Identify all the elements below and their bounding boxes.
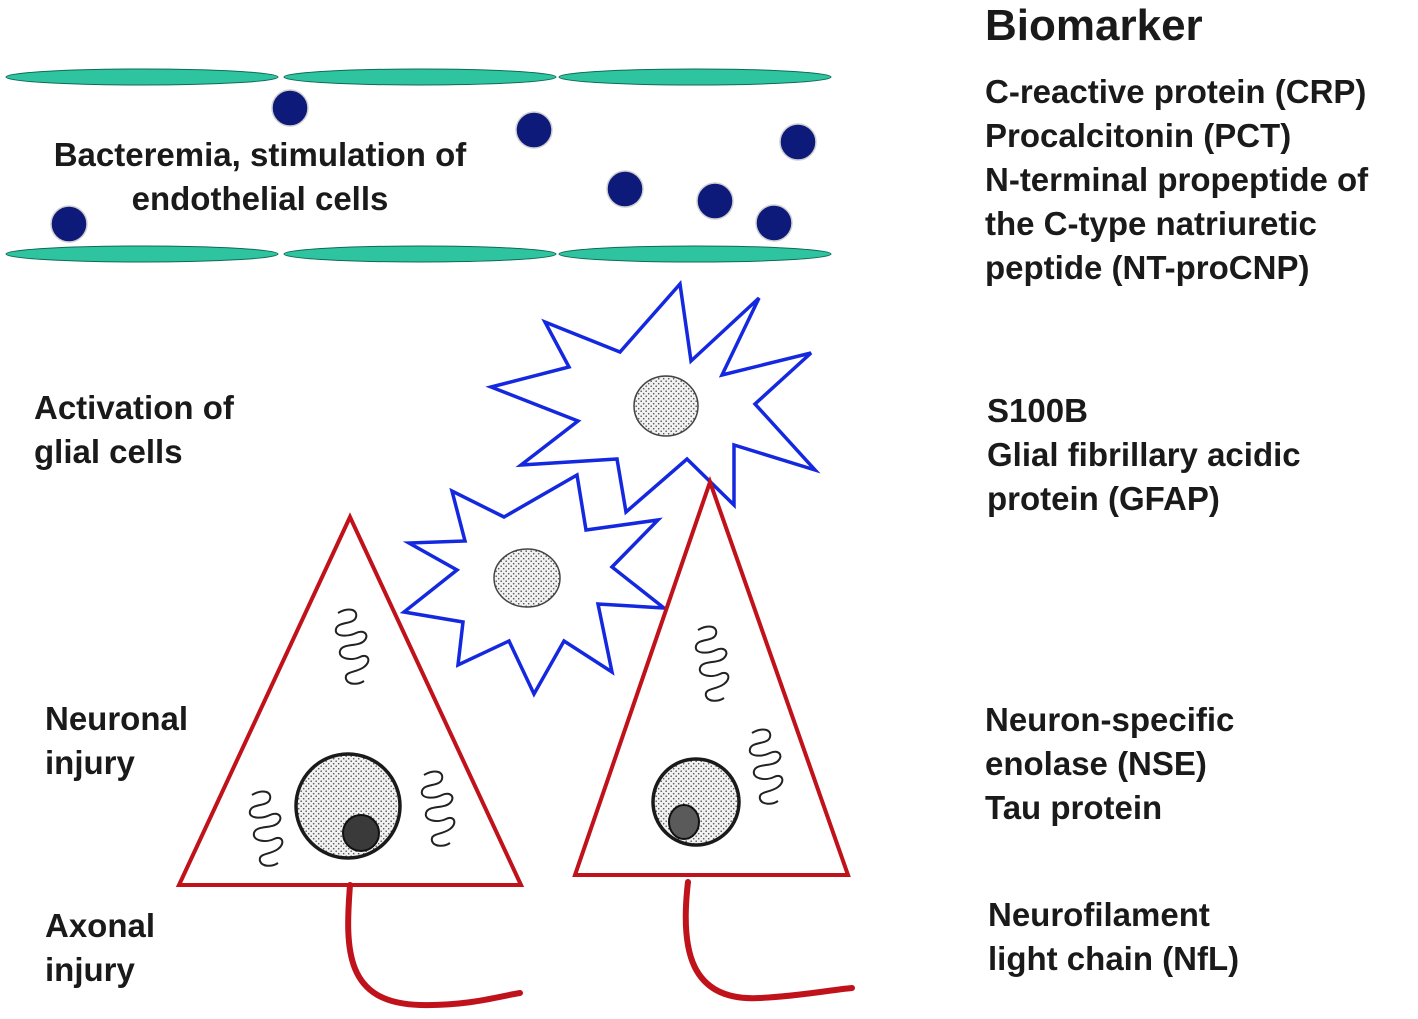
biomarker-group-axonal: Neurofilament light chain (NfL) xyxy=(988,893,1239,981)
stage-label-neuronal: Neuronal injury xyxy=(45,697,188,785)
stage-label-line: Bacteremia, stimulation of xyxy=(53,136,467,173)
neuron-right xyxy=(572,475,855,1002)
stage-label-line: endothelial cells xyxy=(131,180,389,217)
glial-nucleus xyxy=(493,548,561,608)
stage-label-line: injury xyxy=(45,744,135,781)
glial-cell-lower xyxy=(399,472,670,698)
biomarker-heading: Biomarker xyxy=(985,1,1203,50)
vessel-bottom-wall xyxy=(5,245,832,263)
mitochondria-squiggle xyxy=(420,770,456,847)
vessel-top-wall xyxy=(5,68,832,86)
biomarker-line: Neuron-specific xyxy=(985,701,1235,738)
endothelial-cell xyxy=(5,245,279,263)
biomarker-line: enolase (NSE) xyxy=(985,745,1207,782)
bacterium xyxy=(696,182,734,220)
axon xyxy=(345,882,523,1009)
biomarker-group-neuronal: Neuron-specific enolase (NSE) Tau protei… xyxy=(985,698,1234,830)
glial-nucleus xyxy=(633,375,699,437)
bacterium xyxy=(779,123,817,161)
biomarker-line: light chain (NfL) xyxy=(988,940,1240,977)
axon xyxy=(682,879,855,1002)
bacterium xyxy=(50,205,88,243)
stage-label-line: Activation of xyxy=(34,389,234,426)
biomarker-line: Tau protein xyxy=(985,789,1163,826)
stage-label-line: glial cells xyxy=(34,433,183,470)
biomarker-line: Procalcitonin (PCT) xyxy=(985,117,1292,154)
mitochondria-squiggle xyxy=(748,728,784,805)
stage-label-line: Neuronal xyxy=(45,700,189,737)
biomarker-group-glial: S100B Glial fibrillary acidic protein (G… xyxy=(987,389,1301,521)
biomarker-line: C-reactive protein (CRP) xyxy=(985,73,1367,110)
biomarker-line: N-terminal propeptide of xyxy=(985,161,1369,198)
endothelial-cell xyxy=(558,245,832,263)
bacterium xyxy=(515,111,553,149)
bacterium xyxy=(606,170,644,208)
endothelial-cell xyxy=(5,68,279,86)
biomarker-line: Glial fibrillary acidic xyxy=(987,436,1301,473)
stage-label-axonal: Axonal injury xyxy=(45,904,155,992)
bacterium xyxy=(271,89,309,127)
biomarker-line: peptide (NT-proCNP) xyxy=(985,249,1310,286)
biomarker-group-inflammatory: C-reactive protein (CRP) Procalcitonin (… xyxy=(985,70,1368,290)
nucleolus xyxy=(342,814,380,852)
stage-label-glial: Activation of glial cells xyxy=(34,386,234,474)
mitochondria-squiggle xyxy=(694,625,730,702)
biomarker-line: S100B xyxy=(987,392,1088,429)
biomarker-line: the C-type natriuretic xyxy=(985,205,1317,242)
mitochondria-squiggle xyxy=(334,608,370,685)
nucleolus xyxy=(668,804,700,840)
bacterium xyxy=(755,204,793,242)
stage-label-line: Axonal xyxy=(45,907,156,944)
stage-label-line: injury xyxy=(45,951,135,988)
biomarker-line: Neurofilament xyxy=(988,896,1210,933)
endothelial-cell xyxy=(283,245,557,263)
biomarker-line: protein (GFAP) xyxy=(987,480,1220,517)
neuron-left xyxy=(175,512,525,1009)
bacteria-group xyxy=(50,89,817,243)
endothelial-cell xyxy=(558,68,832,86)
endothelial-cell xyxy=(283,68,557,86)
mitochondria-squiggle xyxy=(248,790,284,867)
stage-label-bacteremia: Bacteremia, stimulation of endothelial c… xyxy=(20,133,500,221)
glial-cell-upper xyxy=(485,279,821,516)
